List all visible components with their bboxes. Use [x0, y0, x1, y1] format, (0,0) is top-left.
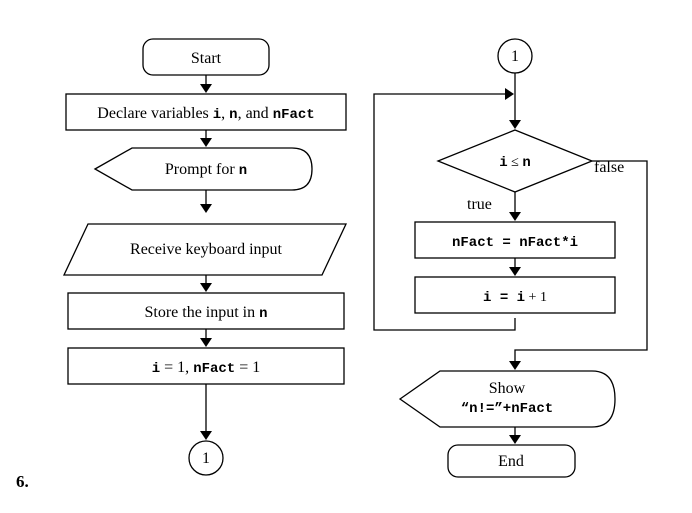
arrow-head	[509, 267, 521, 276]
receive-label: Receive keyboard input	[130, 241, 283, 258]
calc-label: nFact = nFact*i	[452, 235, 578, 251]
arrow-head	[509, 120, 521, 129]
arrow-head	[200, 138, 212, 147]
connector-in-label: 1	[511, 48, 519, 65]
arrow-head	[200, 338, 212, 347]
start-label: Start	[191, 50, 222, 67]
show-display	[398, 370, 616, 428]
show-label-line1: Show	[489, 380, 526, 397]
show-label-line2: “n!=”+nFact	[461, 401, 553, 417]
true-label: true	[467, 196, 492, 213]
declare-label: Declare variables i, n, and nFact	[97, 105, 314, 123]
arrow-head	[200, 84, 212, 93]
decision-label: i ≤ n	[499, 155, 531, 171]
receive-input-io	[62, 223, 348, 276]
connector-out	[188, 440, 224, 476]
store-process	[67, 292, 345, 330]
increment-process	[414, 276, 616, 314]
connector-out-label: 1	[202, 450, 210, 467]
arrow-head	[509, 212, 521, 221]
problem-number: 6.	[16, 472, 29, 491]
init-label: i = 1, nFact = 1	[152, 359, 260, 377]
arrow-head	[505, 88, 514, 100]
arrow-head	[509, 361, 521, 370]
loop-back-line	[373, 93, 516, 331]
arrow-head	[509, 435, 521, 444]
increment-label: i = i + 1	[483, 290, 547, 306]
store-label: Store the input in n	[144, 304, 267, 322]
prompt-display	[93, 147, 313, 191]
calc-process	[414, 221, 616, 259]
declare-process	[65, 93, 347, 131]
arrow-head	[200, 204, 212, 213]
end-label: End	[498, 453, 524, 470]
false-label: false	[594, 159, 624, 176]
arrow-head	[200, 431, 212, 440]
prompt-label: Prompt for n	[165, 161, 247, 179]
arrow-head	[200, 283, 212, 292]
false-branch-line	[514, 160, 648, 362]
end-terminal	[447, 444, 576, 478]
